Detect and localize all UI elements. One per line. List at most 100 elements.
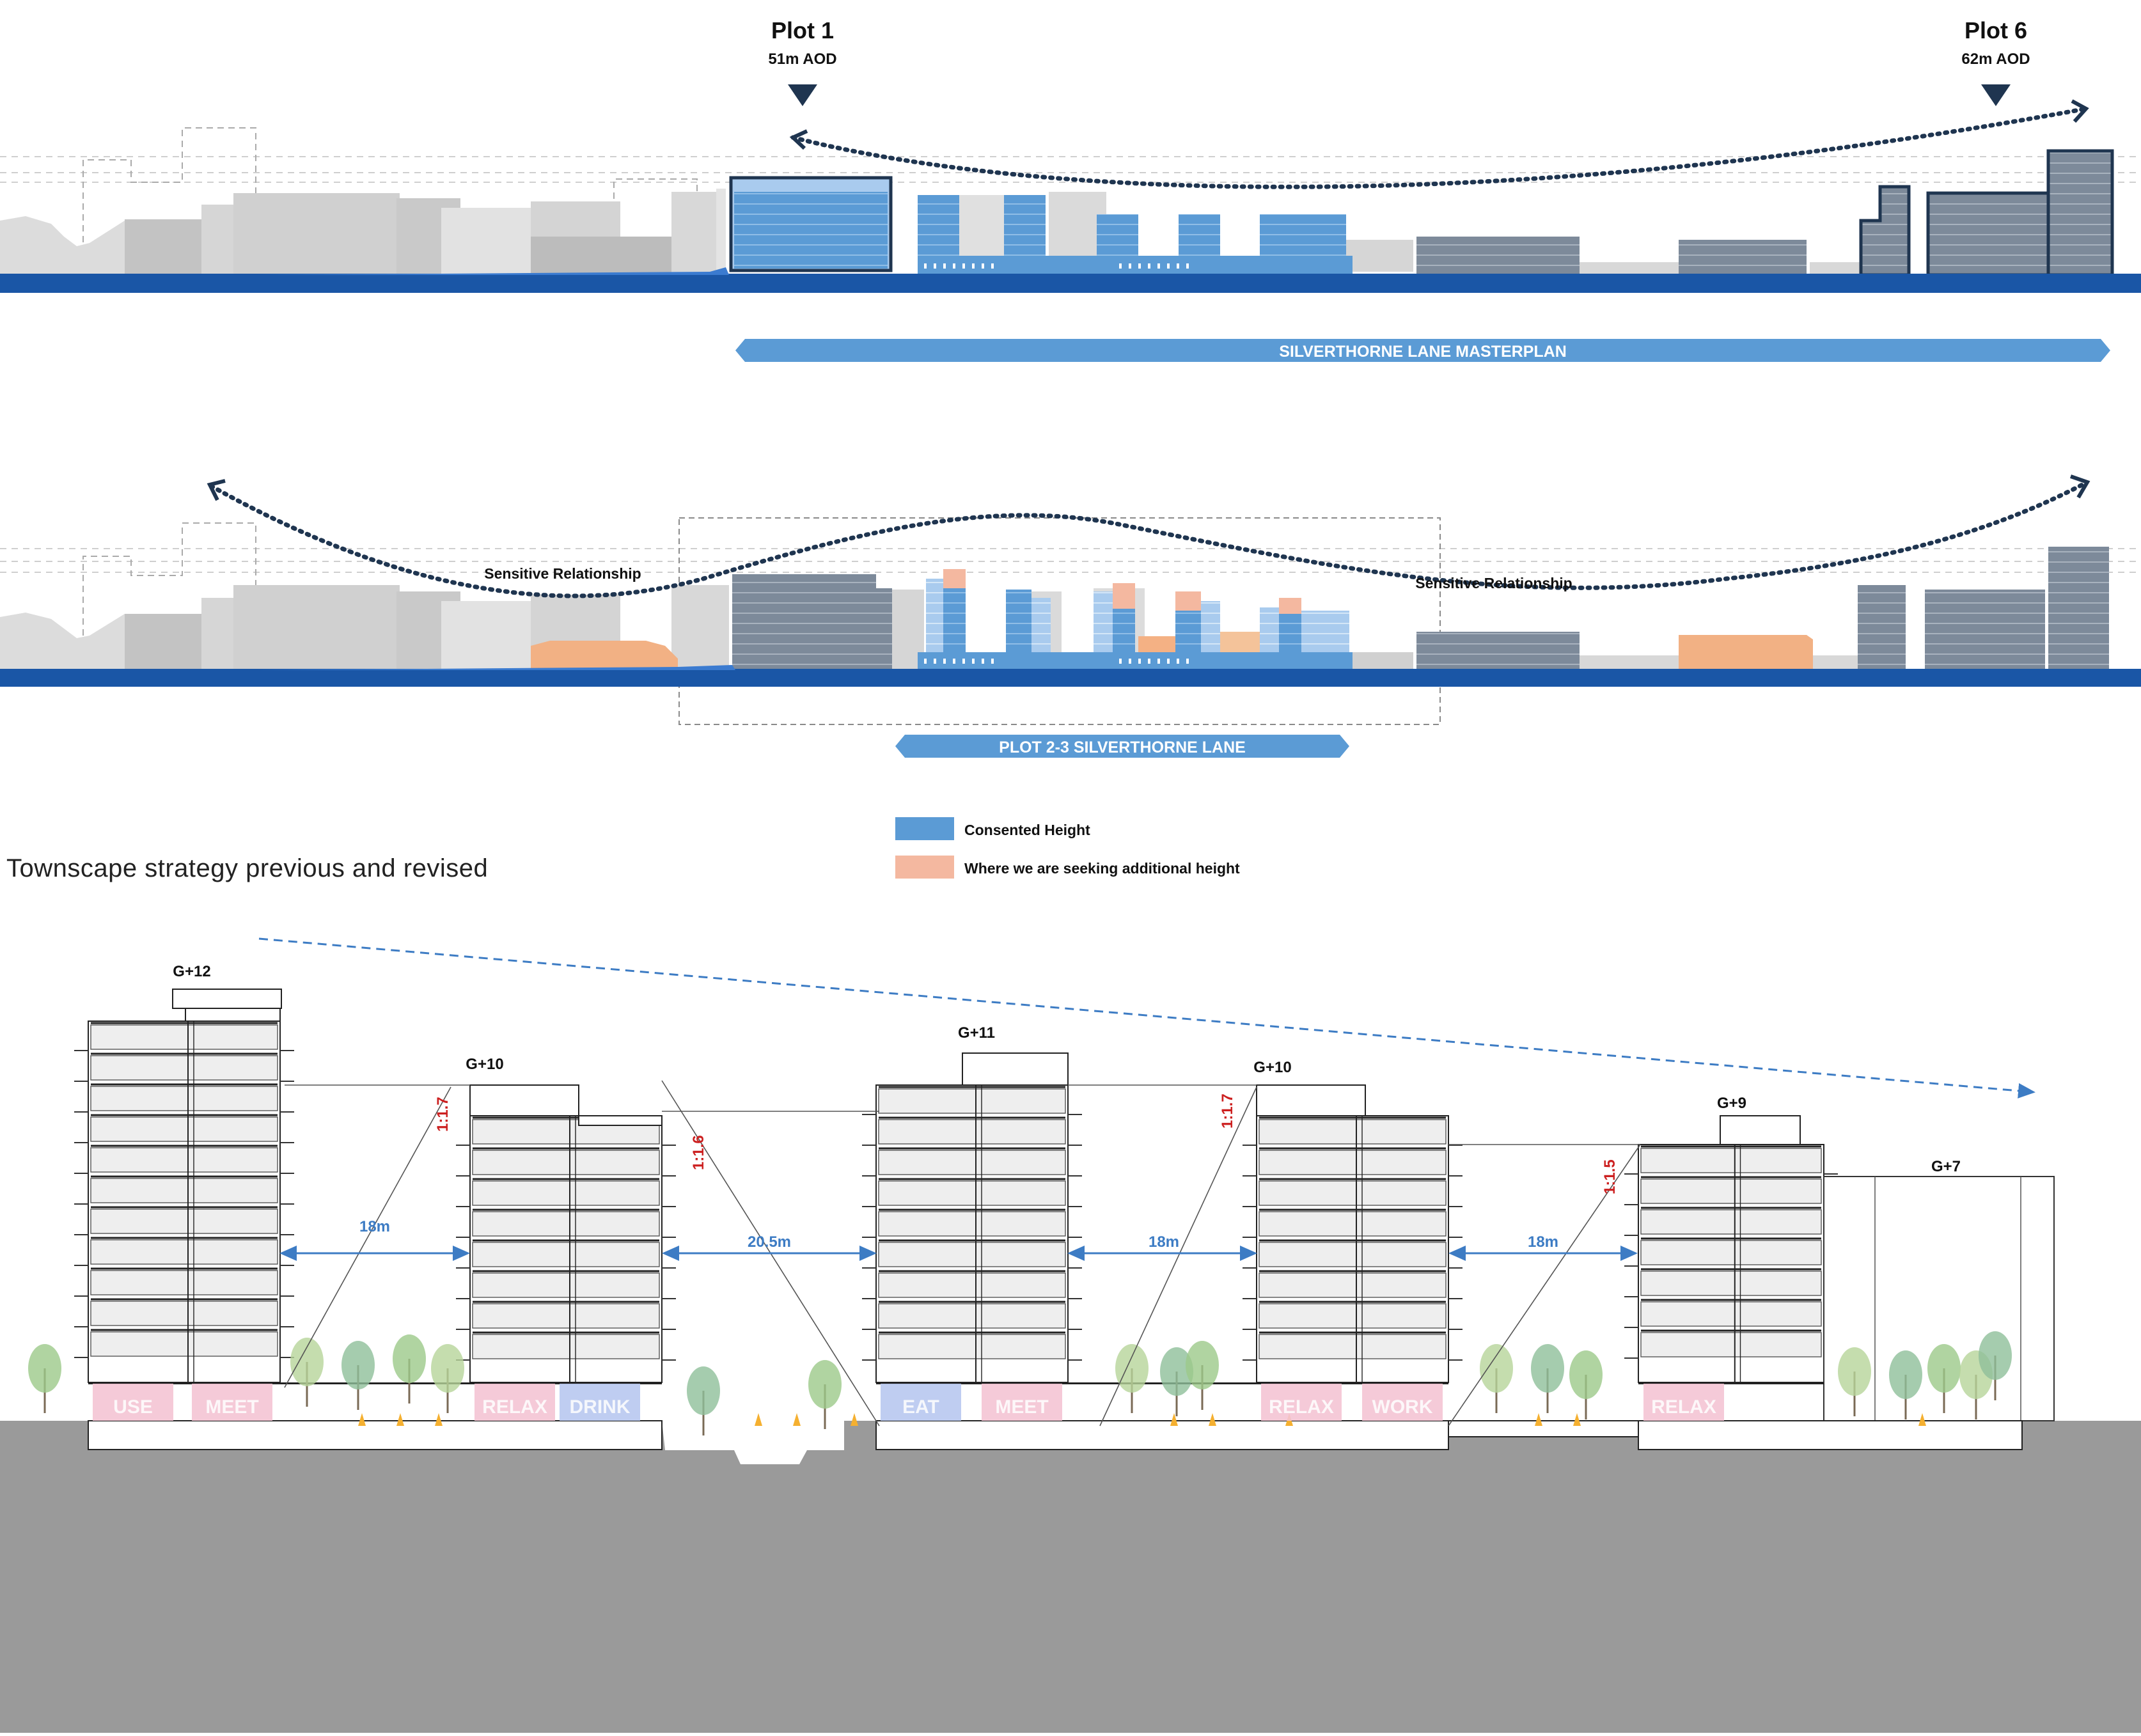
- building-g11-floor: [878, 1303, 1066, 1329]
- height-label-g9: G+9: [1717, 1095, 1746, 1112]
- planting-accent: [435, 1413, 443, 1426]
- building-g10-b-floor: [1259, 1272, 1447, 1298]
- use-label: DRINK: [570, 1396, 631, 1418]
- masterplan-banner-label: SILVERTHORNE LANE MASTERPLAN: [1279, 343, 1567, 361]
- river-band-revised: [0, 669, 2141, 687]
- building-g10-b-floor: [1259, 1180, 1447, 1206]
- revised-towers: [918, 569, 1353, 670]
- river-highlight-revised: [256, 665, 735, 670]
- use-panel: [1362, 1384, 1443, 1421]
- use-label: WORK: [1372, 1396, 1433, 1418]
- tree-canopy: [808, 1360, 842, 1409]
- landscape-trees: [28, 1331, 2012, 1435]
- building-g10-b-upper: [1256, 1084, 1366, 1116]
- legend-label-consented: Consented Height: [964, 822, 1090, 838]
- use-label: RELAX: [482, 1396, 547, 1418]
- tree-canopy: [1186, 1341, 1219, 1389]
- building-g9-floor: [1640, 1271, 1822, 1296]
- ratio-label-2: 1:1.6: [690, 1135, 707, 1170]
- building-g11-floor: [878, 1180, 1066, 1206]
- building-g10-b-floor: [1259, 1242, 1447, 1267]
- elevation-previous: Plot 1 51m AOD Plot 6 62m AOD SILVERTHOR…: [0, 17, 2141, 362]
- building-g11-floor: [878, 1150, 1066, 1175]
- building-g12-floor: [90, 1301, 278, 1326]
- distance-label-2: 20.5m: [748, 1233, 791, 1251]
- use-label: EAT: [902, 1396, 939, 1418]
- tree-canopy: [1838, 1347, 1871, 1396]
- river-highlight: [256, 267, 729, 275]
- ratio-label-1: 1:1.7: [434, 1097, 451, 1132]
- tree-canopy: [1979, 1331, 2012, 1380]
- building-g10-b: [1243, 1115, 1463, 1383]
- planting-accent: [358, 1413, 366, 1426]
- building-g11-floor: [878, 1211, 1066, 1237]
- wave-arrow-right: [2070, 474, 2090, 499]
- building-g10-b-floor: [1259, 1334, 1447, 1359]
- tree-canopy: [1160, 1347, 1193, 1396]
- sensitive-relationship-right: Sensitive Relationship: [1415, 575, 1572, 591]
- building-g12-floor: [90, 1270, 278, 1295]
- elevation-revised: Sensitive Relationship Sensitive Relatio…: [0, 474, 2141, 758]
- plot6-title: Plot 6: [1965, 17, 2027, 43]
- building-g12-floor: [90, 1024, 278, 1050]
- building-g12-floor: [90, 1208, 278, 1234]
- planting-accent: [1918, 1413, 1926, 1426]
- building-g12-floor: [90, 1147, 278, 1173]
- tree-canopy: [290, 1338, 324, 1386]
- building-g10-a-floor: [472, 1334, 660, 1359]
- legend-label-additional: Where we are seeking additional height: [964, 860, 1240, 877]
- building-g10-a-floor: [472, 1242, 660, 1267]
- building-g11-floor: [878, 1242, 1066, 1267]
- tree-canopy: [341, 1341, 375, 1389]
- tree-canopy: [393, 1334, 426, 1383]
- basement-link: [1448, 1420, 1639, 1437]
- basement-3: [1638, 1420, 2023, 1450]
- building-g10-b-floor: [1259, 1150, 1447, 1175]
- consented-buildings: [729, 176, 1353, 275]
- building-g10-a-upper: [469, 1084, 579, 1116]
- legend-swatch-additional: [895, 856, 954, 879]
- use-label: USE: [113, 1396, 153, 1418]
- reference-lines: [0, 156, 2141, 183]
- caption: Townscape strategy previous and revised: [6, 854, 489, 882]
- building-g10-a-floor: [472, 1303, 660, 1329]
- building-g11-floor: [878, 1088, 1066, 1114]
- skyline-curve: [790, 106, 2089, 189]
- tree-canopy: [1569, 1350, 1603, 1399]
- tree-canopy: [687, 1366, 720, 1415]
- distance-label-1: 18m: [359, 1218, 390, 1235]
- ratio-label-3: 1:1.7: [1219, 1093, 1236, 1129]
- use-panel: [560, 1384, 640, 1421]
- height-label-g12: G+12: [173, 963, 210, 980]
- use-label: RELAX: [1651, 1396, 1716, 1418]
- legend-swatch-consented: [895, 817, 954, 840]
- building-g10-b-floor: [1259, 1119, 1447, 1145]
- plot-2-3-banner-label: PLOT 2-3 SILVERTHORNE LANE: [999, 739, 1246, 756]
- tree-canopy: [1531, 1344, 1564, 1393]
- building-g10-a-floor: [472, 1180, 660, 1206]
- height-trend-arrow: [258, 937, 2035, 1099]
- building-g11-floor: [878, 1334, 1066, 1359]
- building-g10-a-floor: [472, 1272, 660, 1298]
- podium-windows-revised: [924, 659, 1189, 664]
- use-panel: [982, 1384, 1062, 1421]
- ratio-label-4: 1:1.5: [1601, 1159, 1619, 1194]
- building-g12-plant: [185, 1008, 281, 1022]
- ghost-buildings-revised: [82, 522, 256, 668]
- use-panel: [1643, 1384, 1724, 1421]
- building-g12-plant: [172, 989, 282, 1009]
- podium-line: [1638, 1382, 1824, 1384]
- masterplan-banner: [735, 339, 2110, 362]
- planting-accent: [1170, 1413, 1178, 1426]
- plot6-aod: 62m AOD: [1961, 51, 2030, 68]
- plot1-title: Plot 1: [771, 17, 834, 43]
- building-g11-plant: [962, 1052, 1069, 1086]
- building-g10-b-floor: [1259, 1211, 1447, 1237]
- height-label-g11: G+11: [958, 1024, 995, 1042]
- building-g11-floor: [878, 1272, 1066, 1298]
- use-label: MEET: [995, 1396, 1048, 1418]
- sensitive-relationship-left: Sensitive Relationship: [484, 565, 641, 582]
- building-g12-floor: [90, 1331, 278, 1357]
- building-g9-floor: [1640, 1209, 1822, 1235]
- building-g10-b-floor: [1259, 1303, 1447, 1329]
